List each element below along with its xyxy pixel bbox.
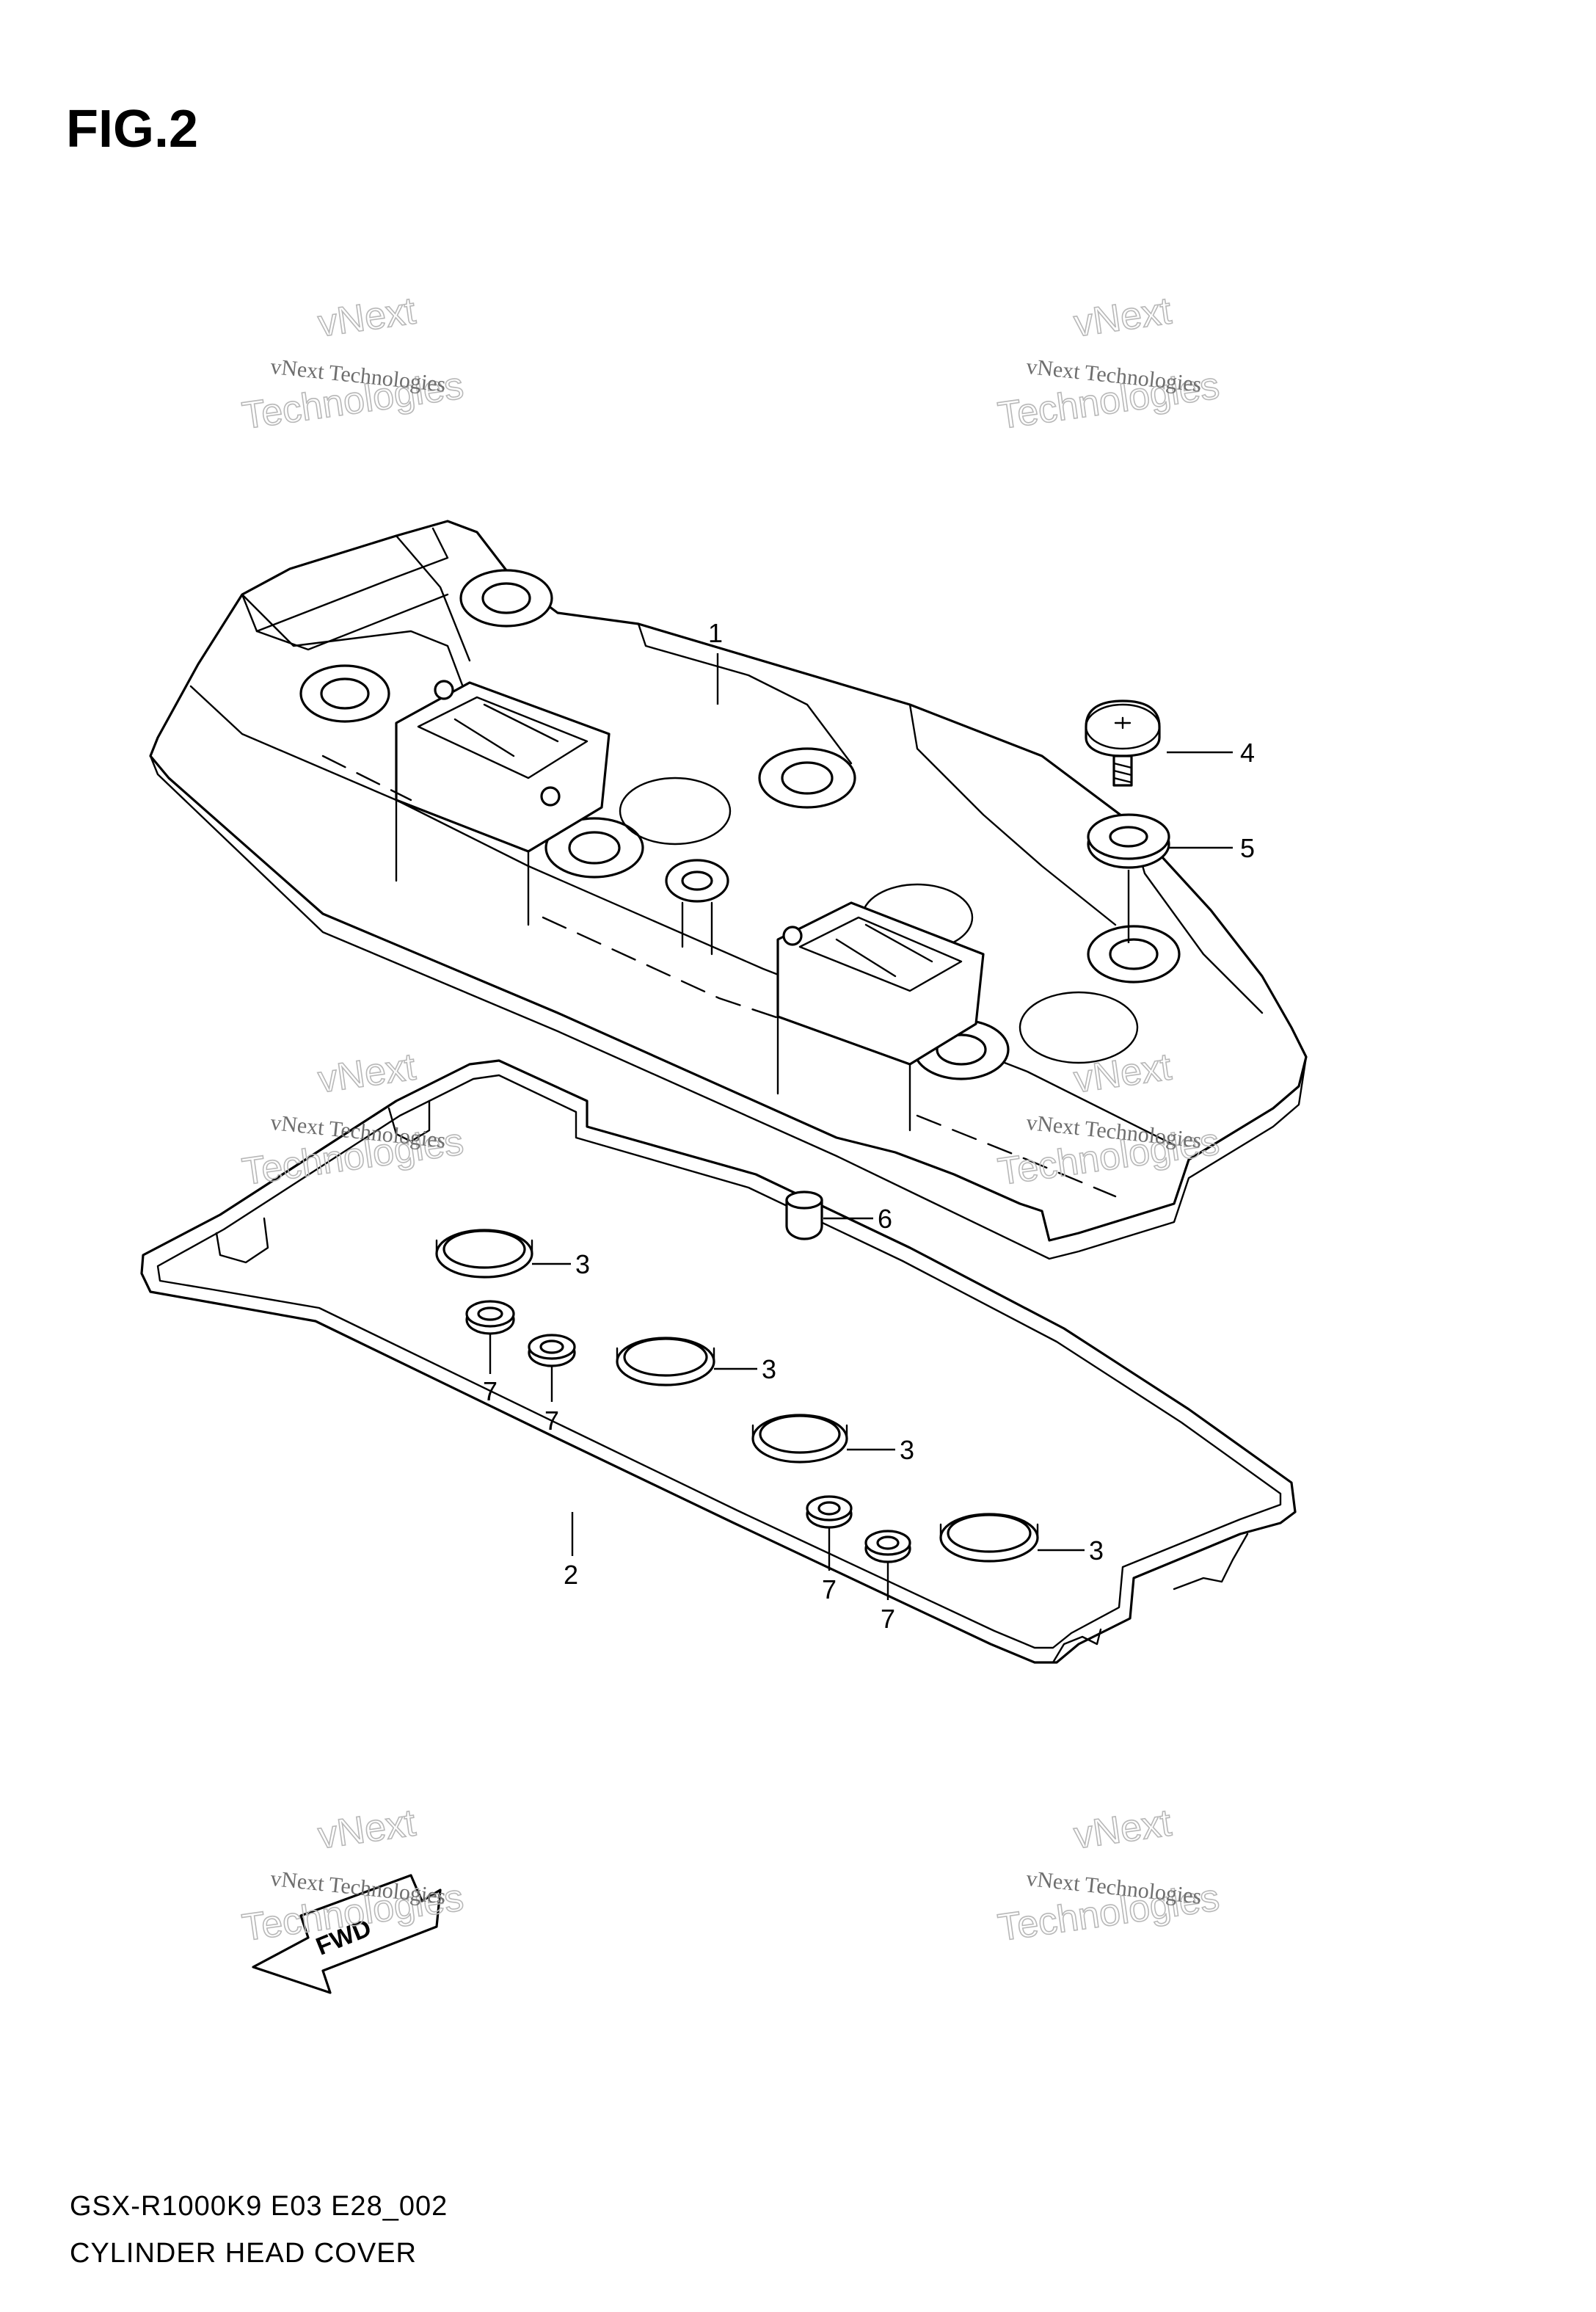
- svg-text:vNext: vNext: [316, 1046, 418, 1102]
- cover-bolt-boss: [544, 817, 644, 879]
- plug-seal-part: [435, 1229, 533, 1279]
- cover-bolt-boss: [758, 747, 856, 809]
- forward-direction-arrow: FWD: [252, 1874, 442, 1994]
- callout-6: 6: [878, 1204, 892, 1234]
- breather-housing: [395, 680, 611, 926]
- cover-gasket-part: [140, 1059, 1297, 1664]
- callout-7: 7: [544, 1406, 559, 1436]
- cover-bolt-boss: [1087, 925, 1181, 984]
- callout-3: 3: [575, 1249, 590, 1279]
- watermark: vNext Technologies vNext Technologies: [995, 1801, 1222, 1950]
- cylinder-head-cover-part: [149, 520, 1308, 1260]
- callout-3: 3: [1089, 1535, 1104, 1566]
- plug-seal-part: [939, 1513, 1039, 1563]
- small-seal-part: [864, 1530, 911, 1563]
- callout-numbers: 1 2 3 3 3 3 4 5 6 7 7 7 7: [483, 618, 1255, 1634]
- leader-lines: [489, 653, 1233, 1600]
- watermark: vNext Technologies vNext Technologies: [239, 289, 467, 438]
- small-seal-part: [465, 1300, 515, 1335]
- figure-label: FIG.2: [66, 100, 198, 159]
- callout-3: 3: [762, 1354, 776, 1384]
- svg-text:vNext: vNext: [1071, 290, 1174, 346]
- callout-7: 7: [822, 1574, 837, 1604]
- svg-text:vNext: vNext: [316, 290, 418, 346]
- plug-seal-part: [751, 1414, 848, 1464]
- callout-5: 5: [1240, 833, 1255, 863]
- small-seal-part: [528, 1334, 576, 1367]
- diagram-caption: CYLINDER HEAD COVER: [70, 2238, 417, 2269]
- callout-7: 7: [483, 1376, 498, 1406]
- callout-3: 3: [900, 1435, 914, 1465]
- svg-text:vNext: vNext: [316, 1802, 418, 1858]
- callout-1: 1: [708, 618, 723, 648]
- cover-bolt-boss: [913, 1019, 1010, 1080]
- watermark: vNext Technologies vNext Technologies: [995, 289, 1222, 438]
- cover-bolt-boss: [459, 569, 553, 628]
- drawing-code: GSX-R1000K9 E03 E28_002: [70, 2191, 448, 2222]
- small-seal-part: [806, 1495, 853, 1529]
- breather-housing: [776, 901, 985, 1132]
- cover-washer-part: [1087, 813, 1170, 869]
- callout-4: 4: [1240, 738, 1255, 768]
- callout-7: 7: [881, 1604, 895, 1634]
- callout-2: 2: [564, 1560, 578, 1590]
- dowel-pin-part: [785, 1190, 823, 1240]
- cover-bolt-boss: [299, 664, 390, 723]
- svg-text:vNext: vNext: [1071, 1802, 1174, 1858]
- plug-seal-part: [616, 1337, 715, 1386]
- cover-bolt-part: [1085, 699, 1161, 787]
